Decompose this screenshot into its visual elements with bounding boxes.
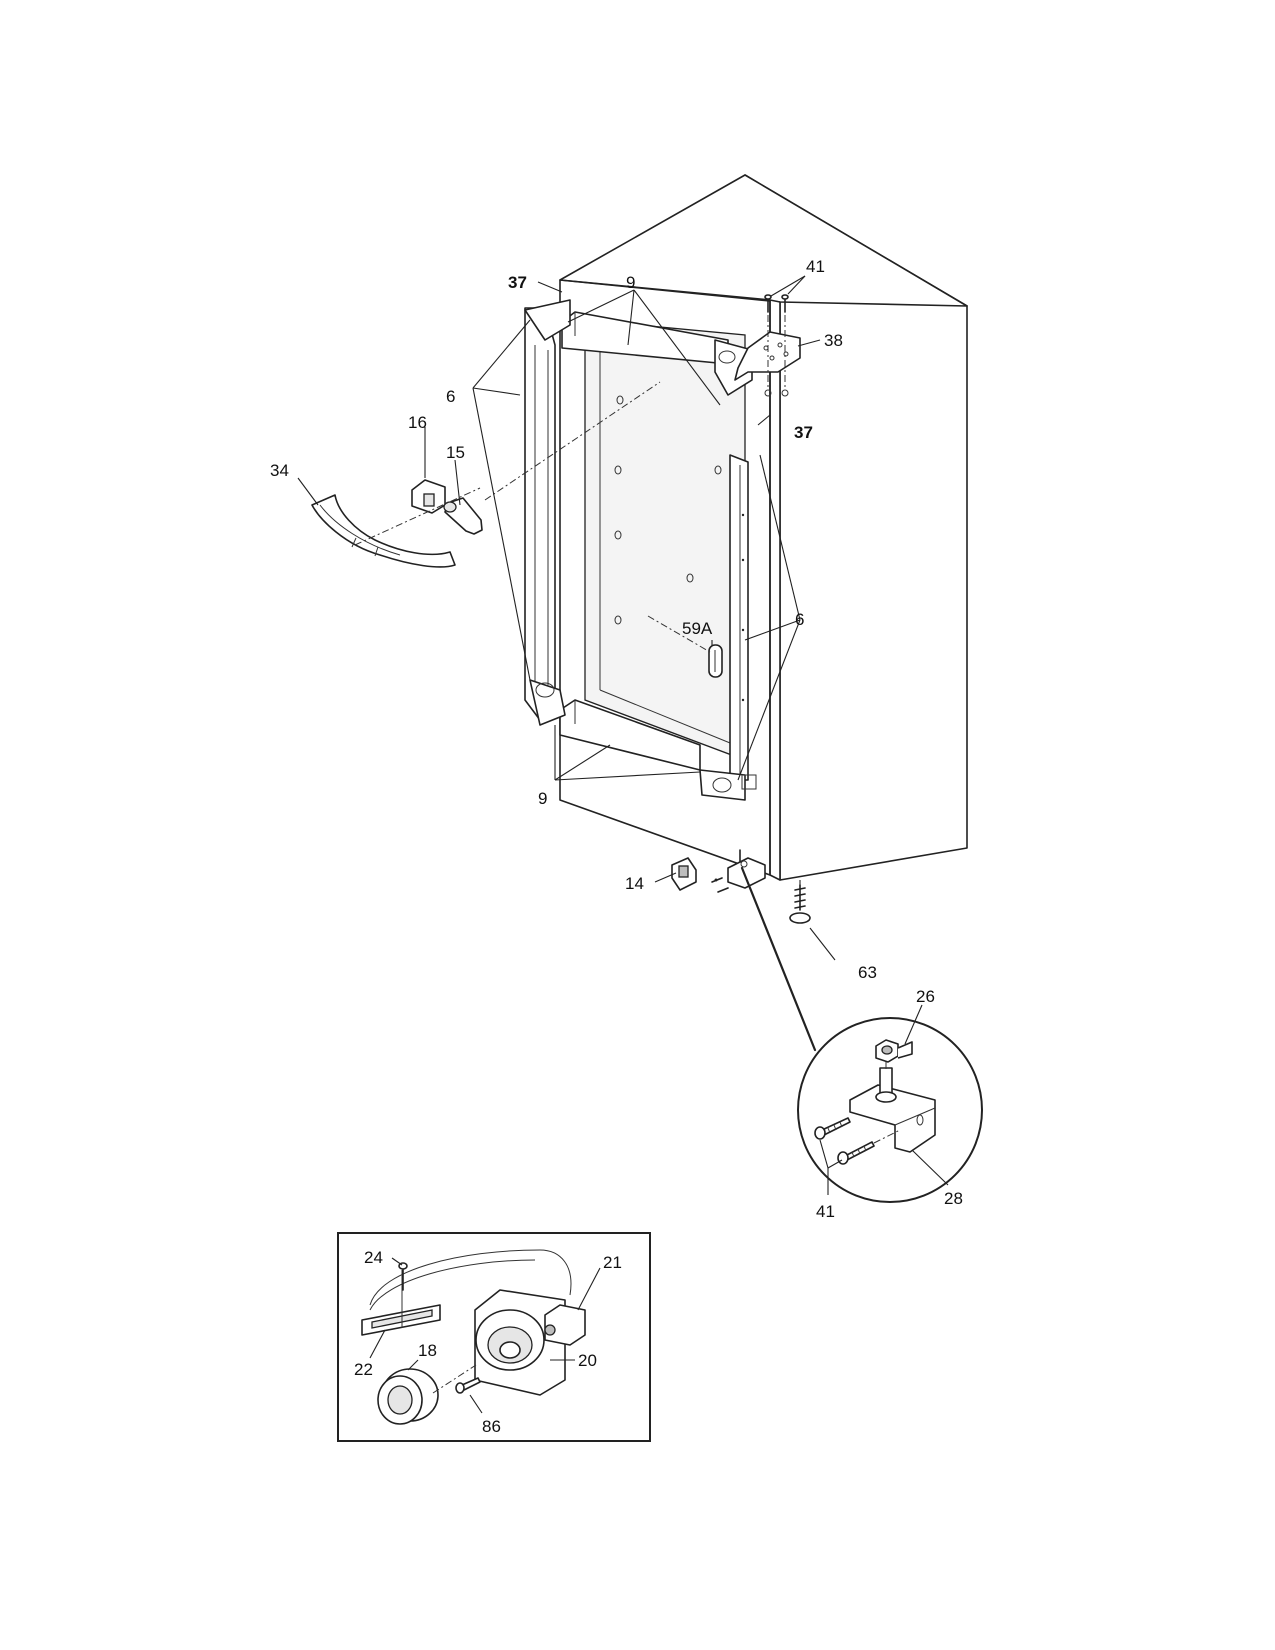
thermostat-control-icon [337,1232,651,1442]
light-switch-icon [671,857,697,891]
callout-63: 63 [858,963,877,982]
callout-9-bottom: 9 [538,789,547,808]
callout-16: 16 [408,413,427,432]
callout-14: 14 [625,874,644,893]
bottom-hinge-icon [711,849,766,893]
callout-15: 15 [446,443,465,462]
freezer-cabinet-icon [524,174,968,881]
hinge-detail-icon [797,1017,983,1203]
top-hinge-icon [734,294,801,397]
callout-38: 38 [824,331,843,350]
callout-6-left: 6 [446,387,455,406]
callout-34: 34 [270,461,289,480]
leveling-leg-icon [789,880,811,924]
callout-20: 20 [578,1351,597,1370]
callout-37-top: 37 [508,273,527,292]
callout-41-detail: 41 [816,1202,835,1221]
callout-24: 24 [364,1248,383,1267]
callout-6-right: 6 [795,610,804,629]
callout-37-right: 37 [794,423,813,442]
callout-28: 28 [944,1189,963,1208]
door-handle-icon [311,494,456,568]
callout-41-top: 41 [806,257,825,276]
latch-strike-icon [708,644,723,678]
callout-86: 86 [482,1417,501,1436]
callout-26: 26 [916,987,935,1006]
callout-22: 22 [354,1360,373,1379]
handle-bracket-icon [411,479,446,514]
callout-59a: 59A [682,619,713,638]
callout-21: 21 [603,1253,622,1272]
callout-9-top: 9 [626,273,635,292]
callout-18: 18 [418,1341,437,1360]
light-bulb-icon [443,497,483,535]
